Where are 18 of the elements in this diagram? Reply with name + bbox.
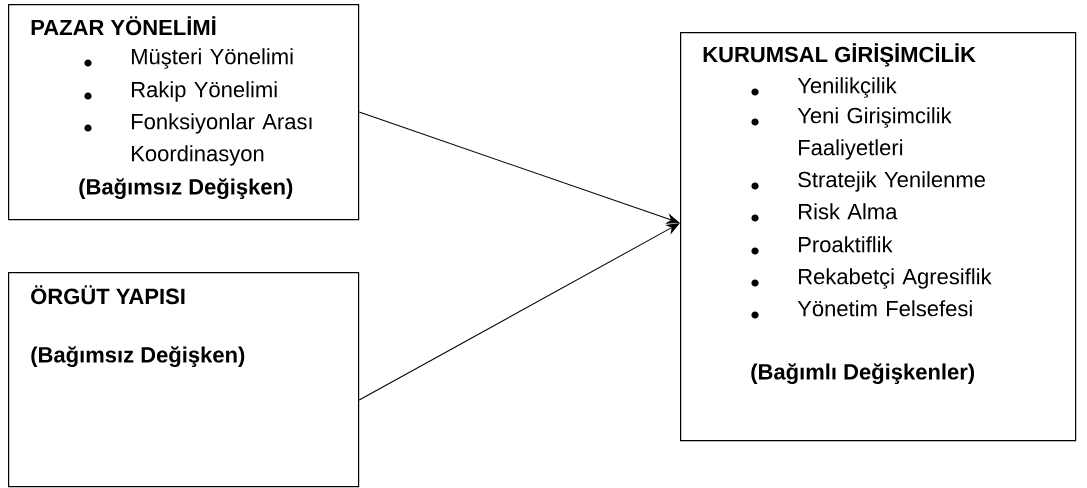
bullet-item: Stratejik Yenilenme [798,171,985,192]
heading: KURUMSAL GİRİŞİMCİLİK [703,43,976,67]
bullet-item: Yönetim Felsefesi [797,300,972,317]
arrow [358,111,680,224]
arrow [358,223,680,401]
bullet-item: Proaktiflik [799,236,893,253]
bullet-item: Yeni Girişimcilik Faaliyetleri [797,107,952,160]
bullet-item: Müşteri Yönelimi [132,48,293,69]
heading: ÖRGÜT YAPISI [31,285,185,305]
bullet-item: Risk Alma [799,203,898,220]
bullet-item: Yenilikçilik [797,77,897,98]
bullet-item: Fonksiyonlar Arası Koordinasyon [132,113,312,166]
bullet-item: Rakip Yönelimi [132,81,277,102]
variable-label: (Bağımsız Değişken) [31,346,245,368]
heading: PAZAR YÖNELİMİ [31,16,216,36]
variable-label: (Bağımsız Değişken) [79,178,293,200]
bullet-item: Rekabetçi Agresiflik [799,268,992,289]
variable-label: (Bağımlı Değişkenler) [751,363,975,385]
